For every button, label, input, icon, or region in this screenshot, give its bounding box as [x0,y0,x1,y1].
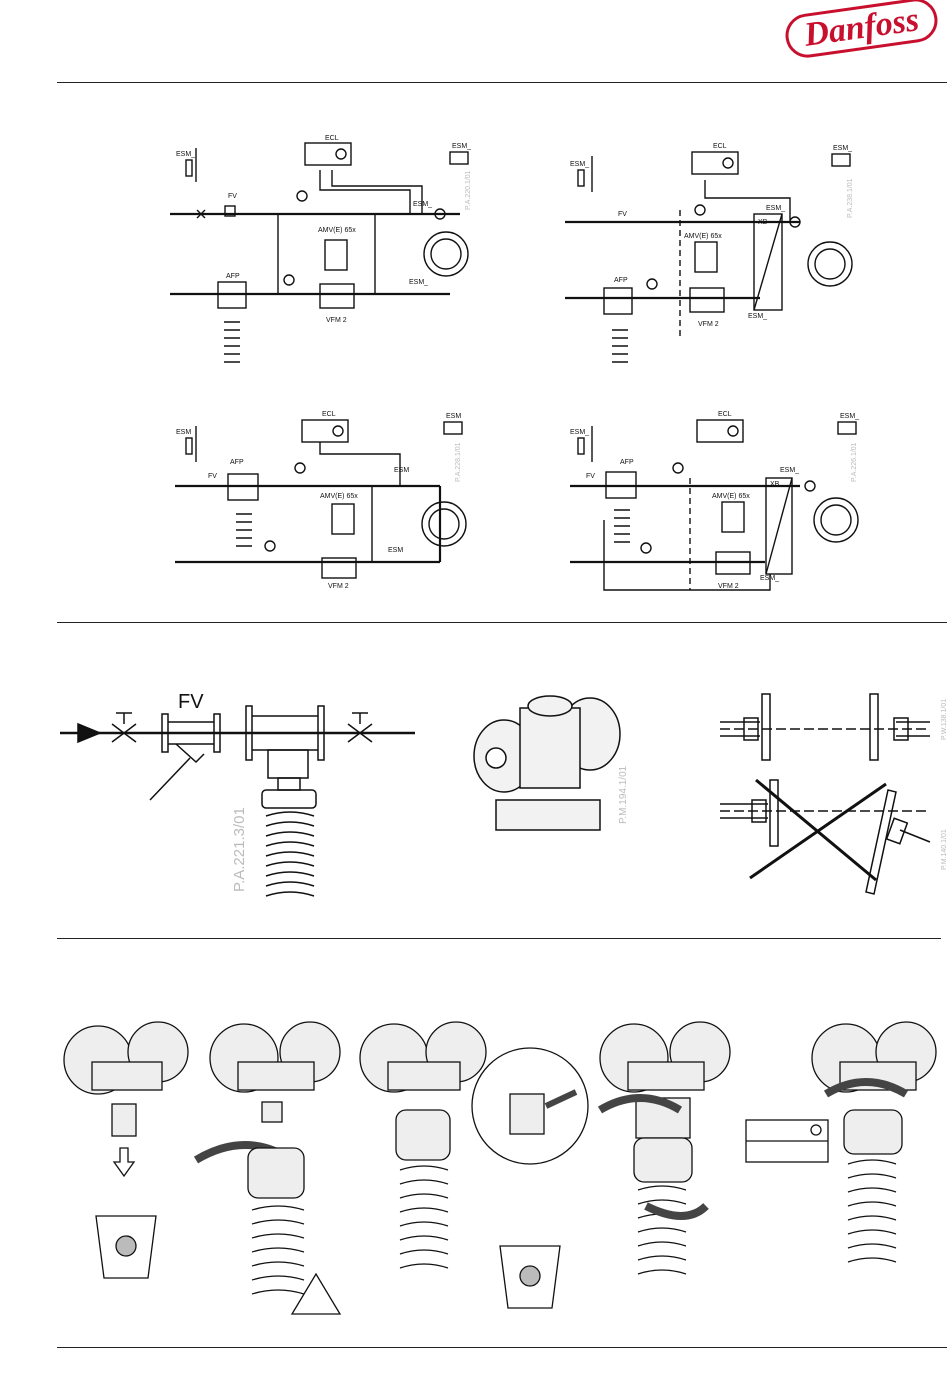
esm-label: ESM_ [840,413,859,420]
esm-label: ESM_ [409,279,428,286]
flange-alignment-correct [720,693,930,761]
diagram-3 [175,419,467,579]
header-rule [57,82,947,83]
diagram-1 [170,142,469,363]
vfm-label: VFM 2 [718,583,739,590]
installation-figures: FV P.A.221.3/01 P.M.194.1/01 P.W.138.1/0… [60,691,948,897]
fv-label: FV [586,473,595,480]
flange-alignment-wrong [720,778,931,895]
amv-label: AMV(E) 65x [712,493,750,500]
fv-label: FV [228,193,237,200]
afp-label: AFP [614,277,628,284]
esm-label: ESM_ [452,143,471,150]
assembly-steps [63,1021,937,1315]
esm-label: ESM_ [176,151,195,158]
hand-warning-icon [290,1272,342,1315]
esm-label: ESM [388,547,403,554]
xb-label: XB [758,219,768,226]
esm-label: ESM_ [780,467,799,474]
section-rule-2 [57,938,941,939]
vfm-label: VFM 2 [328,583,349,590]
afp-label: AFP [226,273,240,280]
step-3 [359,1021,589,1309]
footer-rule [57,1347,947,1348]
diagram-4 [570,419,859,591]
amv-label: AMV(E) 65x [320,493,358,500]
ecl-label: ECL [718,411,732,418]
figure-ref: P.A.228.1/01 [455,442,462,482]
valve-body-figure [473,695,621,831]
figure-ref: P.A.221.3/01 [231,807,248,892]
step-2 [193,1021,342,1315]
esm-label: ESM_ [766,205,785,212]
ecl-controller-box [304,142,352,166]
diagram-2 [565,151,853,363]
esm-label: ESM_ [570,429,589,436]
diagram-3-labels: ECL ESM ESM ESM ESM FV AFP AMV(E) 65x VF… [176,411,462,590]
afp-label: AFP [230,459,244,466]
ecl-label: ECL [325,135,339,142]
figure-ref: P.W.138.1/01 [941,699,948,740]
figure-ref: P.A.238.1/01 [847,178,854,218]
ecl-label: ECL [322,411,336,418]
figure-ref: P.A.226.1/01 [851,442,858,482]
ecl-label: ECL [713,143,727,150]
hex-nut-icon [810,1124,822,1136]
amv-label: AMV(E) 65x [318,227,356,234]
recycle-icon [519,1265,541,1287]
step-4 [597,1021,731,1275]
vfm-label: VFM 2 [326,317,347,324]
esm-label: ESM_ [570,161,589,168]
diagram-2-labels: ECL ESM_ ESM_ ESM_ ESM_ FV AFP AMV(E) 65… [570,143,854,328]
fv-label: FV [618,211,627,218]
valve-installation-figure [60,705,415,897]
recycle-icon [115,1235,137,1257]
esm-label: ESM_ [413,201,432,208]
figure-ref: P.A.220.1/01 [465,170,472,210]
afp-label: AFP [620,459,634,466]
esm-label: ESM [394,467,409,474]
application-diagrams: ECL ESM_ ESM_ ESM_ ESM_ FV AFP AMV(E) 65… [170,135,859,591]
figure-ref: P.M.194.1/01 [618,765,629,824]
figure-ref: P.M.140.1/01 [941,829,948,870]
esm-label: ESM [446,413,461,420]
vfm-label: VFM 2 [698,321,719,328]
esm-label: ESM [176,429,191,436]
diagram-1-labels: ECL ESM_ ESM_ ESM_ ESM_ FV AFP AMV(E) 65… [176,135,472,324]
esm-label: ESM_ [748,313,767,320]
step-5 [745,1021,937,1263]
diagram-4-labels: ECL ESM_ ESM_ ESM_ ESM_ FV AFP AMV(E) 65… [570,411,859,590]
section-rule-1 [57,622,947,623]
xb-label: XB [770,481,780,488]
step-1 [63,1021,189,1279]
esm-label: ESM_ [833,145,852,152]
fv-label: FV [208,473,217,480]
fv-big-label: FV [178,691,204,713]
danfoss-logo: Danfoss [782,0,941,61]
esm-label: ESM_ [760,575,779,582]
amv-label: AMV(E) 65x [684,233,722,240]
